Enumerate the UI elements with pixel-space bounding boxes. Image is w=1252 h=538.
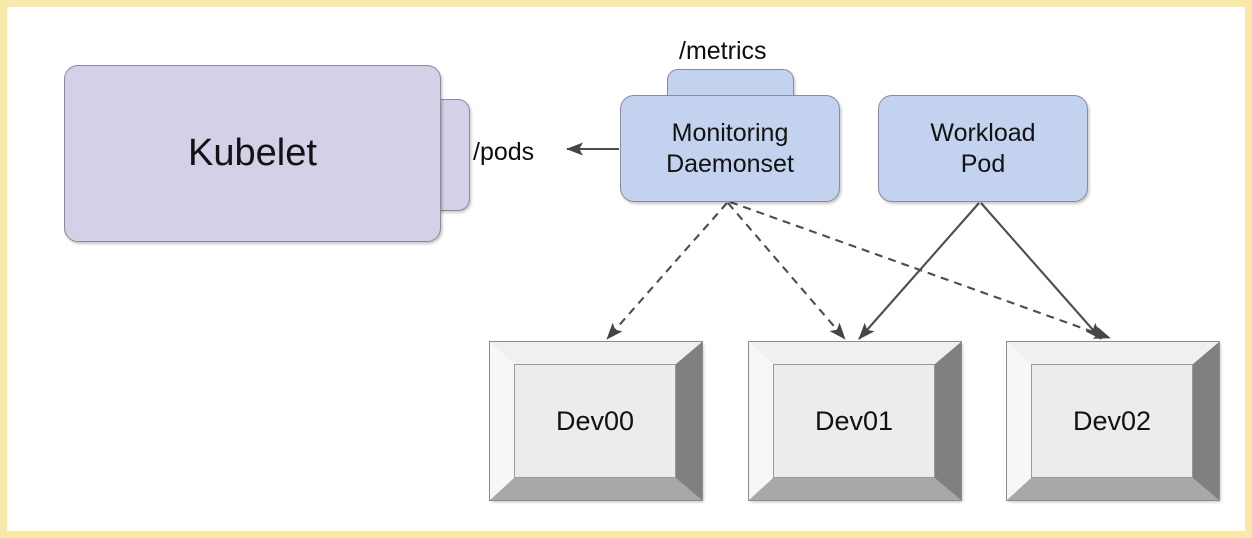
device-box[interactable]: Dev01: [749, 342, 961, 500]
metrics-endpoint-label: /metrics: [679, 37, 767, 65]
kubelet-label: Kubelet: [188, 132, 317, 174]
device-label: Dev02: [1072, 405, 1152, 436]
device-label: Dev01: [814, 405, 894, 436]
workload-pod-box[interactable]: Workload Pod: [878, 95, 1088, 202]
device-face: Dev00: [514, 364, 676, 478]
connector-daemonset-to-dev02: [729, 201, 1111, 339]
device-box[interactable]: Dev00: [490, 342, 702, 500]
diagram-canvas: Kubelet /pods Monitoring Daemonset /metr…: [7, 7, 1245, 531]
workload-pod-label-line1: Workload: [930, 119, 1036, 147]
device-face: Dev02: [1031, 364, 1193, 478]
connector-daemonset-to-dev01: [727, 202, 846, 340]
device-label: Dev00: [555, 405, 635, 436]
monitoring-daemonset-label-line1: Monitoring: [671, 119, 789, 147]
device-face: Dev01: [773, 364, 935, 478]
pods-endpoint-label: /pods: [473, 138, 535, 166]
connector-workloadpod-to-dev02: [980, 202, 1102, 340]
connector-workloadpod-to-dev01: [858, 202, 980, 340]
monitoring-daemonset-box[interactable]: Monitoring Daemonset: [620, 95, 840, 202]
monitoring-daemonset-label-line2: Daemonset: [666, 149, 794, 178]
device-box[interactable]: Dev02: [1007, 342, 1219, 500]
workload-pod-label-line2: Pod: [960, 149, 1006, 178]
connector-daemonset-to-dev00: [606, 202, 728, 340]
kubelet-box[interactable]: Kubelet: [64, 65, 441, 242]
